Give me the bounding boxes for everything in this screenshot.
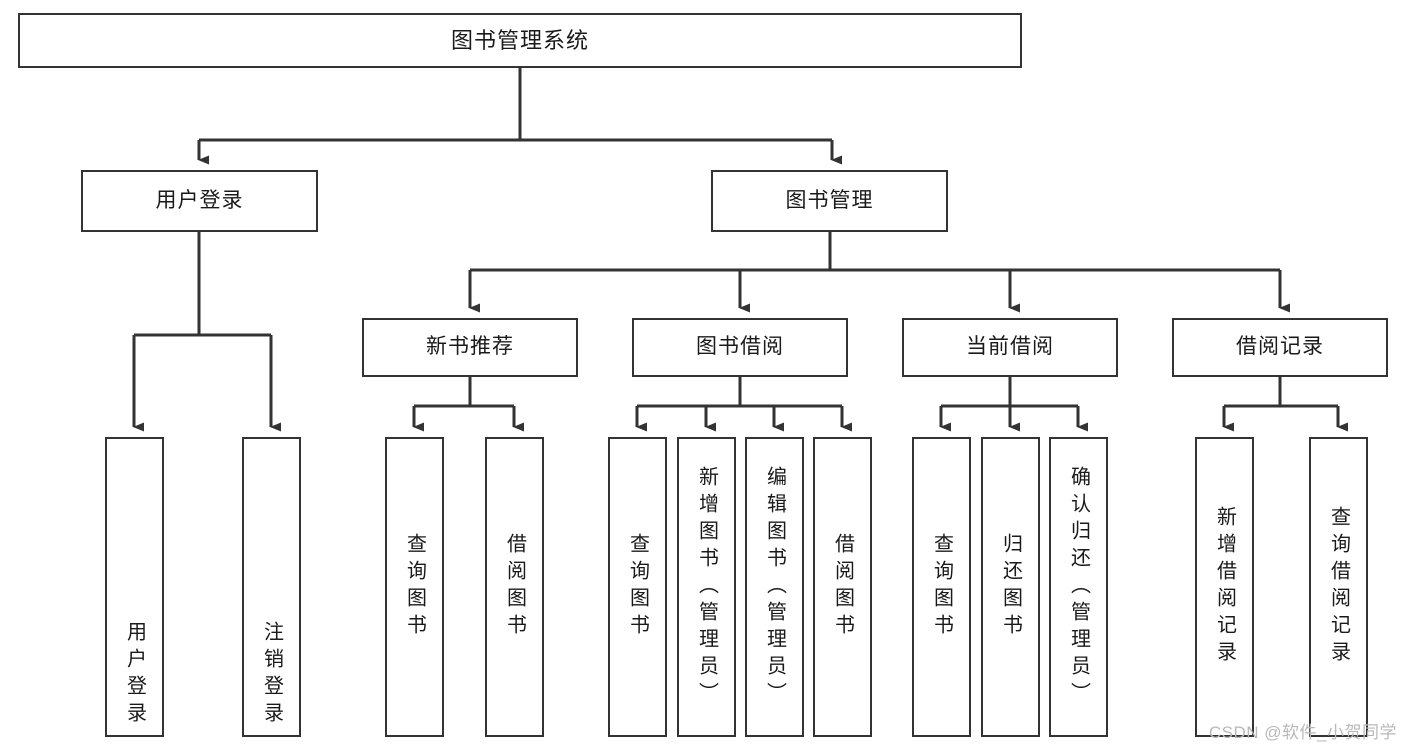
node-label: 查询图书	[626, 533, 649, 641]
leaf-new-book-borrow-book[interactable]: 借阅图书	[485, 437, 544, 737]
leaf-current-borrow-query-book[interactable]: 查询图书	[912, 437, 971, 737]
leaf-new-book-query-book[interactable]: 查询图书	[385, 437, 444, 737]
leaf-current-borrow-confirm-return-admin[interactable]: 确认归还（管理员）	[1049, 437, 1108, 737]
leaf-user-login-login[interactable]: 用户登录	[105, 437, 164, 737]
node-label: 查询图书	[930, 533, 953, 641]
node-label: 图书管理	[785, 188, 874, 212]
node-user-login[interactable]: 用户登录	[81, 170, 318, 232]
leaf-book-borrow-add-book-admin[interactable]: 新增图书（管理员）	[677, 437, 736, 737]
node-label: 图书管理系统	[450, 27, 589, 53]
node-label: 图书借阅	[696, 335, 784, 359]
node-label: 借阅图书	[831, 533, 854, 641]
node-label: 借阅记录	[1236, 335, 1324, 359]
node-label: 用户登录	[123, 621, 146, 729]
node-label: 查询借阅记录	[1327, 506, 1350, 668]
node-book-borrowing[interactable]: 图书借阅	[632, 318, 848, 377]
leaf-user-login-logout[interactable]: 注销登录	[242, 437, 301, 737]
leaf-borrow-record-query-record[interactable]: 查询借阅记录	[1309, 437, 1368, 737]
leaf-book-borrow-edit-book-admin[interactable]: 编辑图书（管理员）	[745, 437, 804, 737]
node-label: 新书推荐	[426, 335, 514, 359]
node-label: 用户登录	[155, 188, 244, 212]
node-label: 借阅图书	[503, 533, 526, 641]
node-current-borrowing[interactable]: 当前借阅	[902, 318, 1118, 377]
node-label: 新增借阅记录	[1213, 506, 1236, 668]
node-label: 当前借阅	[966, 335, 1054, 359]
node-label: 注销登录	[260, 621, 283, 729]
watermark-csdn: CSDN @软件_小贺同学	[1208, 723, 1397, 742]
leaf-book-borrow-borrow-book[interactable]: 借阅图书	[813, 437, 872, 737]
node-new-book-recommendation[interactable]: 新书推荐	[362, 318, 578, 377]
node-label: 归还图书	[999, 533, 1022, 641]
leaf-current-borrow-return-book[interactable]: 归还图书	[981, 437, 1040, 737]
node-label: 查询图书	[403, 533, 426, 641]
node-label: 新增图书（管理员）	[695, 465, 718, 709]
node-root-book-management-system[interactable]: 图书管理系统	[18, 13, 1022, 68]
leaf-borrow-record-add-record[interactable]: 新增借阅记录	[1195, 437, 1254, 737]
node-borrowing-records[interactable]: 借阅记录	[1172, 318, 1388, 377]
node-label: 确认归还（管理员）	[1067, 465, 1090, 709]
node-label: 编辑图书（管理员）	[763, 465, 786, 709]
node-book-management[interactable]: 图书管理	[711, 170, 948, 232]
leaf-book-borrow-query-book[interactable]: 查询图书	[608, 437, 667, 737]
